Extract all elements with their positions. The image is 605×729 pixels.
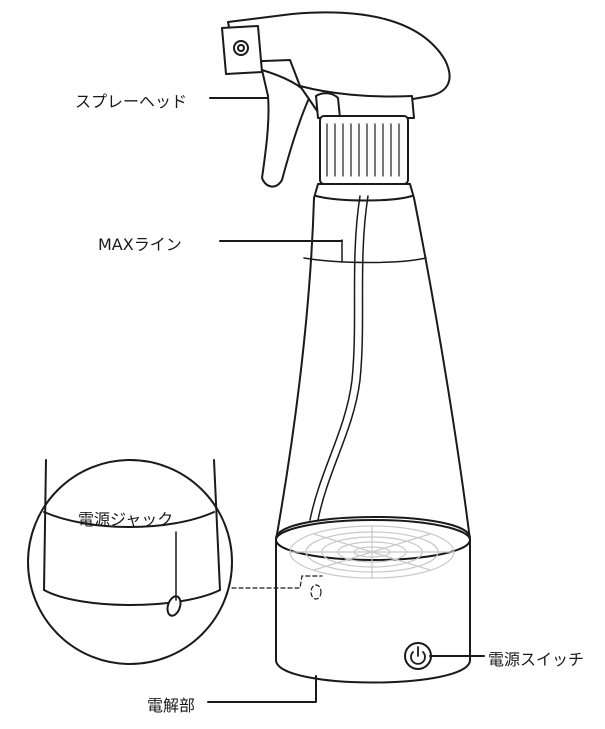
bottle-body [275, 183, 471, 541]
label-electrolysis-unit: 電解部 [147, 696, 196, 715]
detail-circle [27, 459, 233, 665]
detail-connector [231, 575, 323, 600]
label-spray-head: スプレーヘッド [75, 92, 188, 111]
leader-electrolysis [207, 675, 317, 703]
power-icon [410, 646, 426, 665]
label-power-jack: 電源ジャック [78, 510, 174, 529]
label-power-switch: 電源スイッチ [488, 650, 585, 669]
leader-lines [207, 97, 485, 703]
electrode-grid [289, 525, 455, 579]
electrolysis-base [275, 516, 471, 684]
label-max-line: MAXライン [98, 235, 182, 254]
power-jack-hole [166, 595, 182, 617]
spray-head [221, 11, 451, 188]
cap-ribs [326, 123, 400, 177]
